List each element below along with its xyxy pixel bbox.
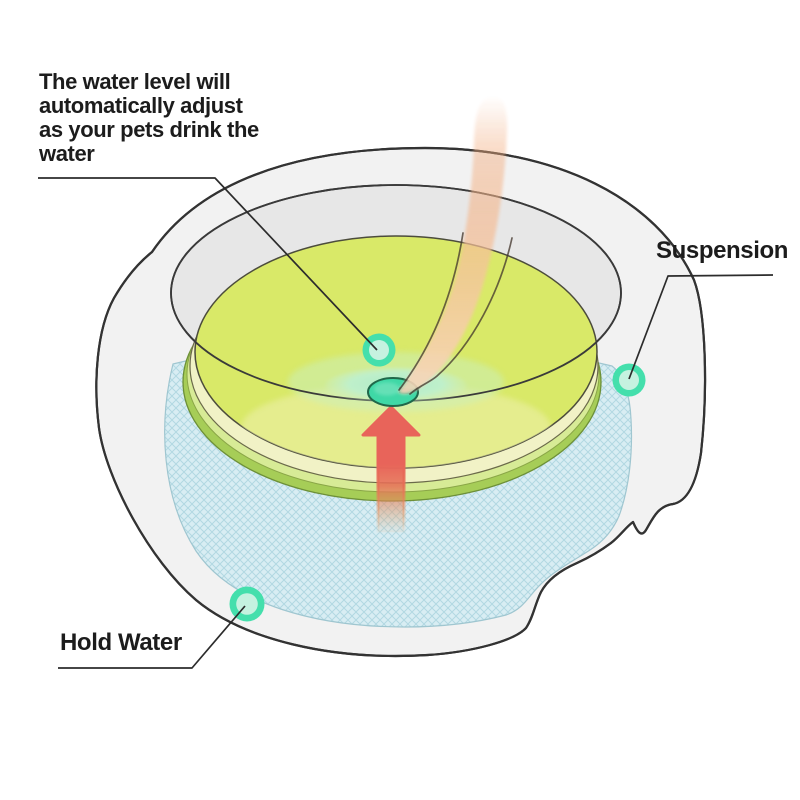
hold-water-marker-icon [229, 586, 265, 622]
tongue-left-outline [398, 232, 464, 391]
tongue-stream-body [398, 95, 508, 395]
water-level-line-4: water [39, 141, 95, 166]
tongue-right-outline [409, 237, 513, 395]
suspension-annotation: Suspension [656, 237, 789, 264]
water-level-line-2: automatically adjust [39, 93, 243, 118]
drain-hole-highlight [374, 382, 400, 396]
water-level-line-1: The water level will [39, 69, 231, 94]
leader-line-suspension [628, 274, 774, 380]
water-level-annotation: The water level will automatically adjus… [39, 70, 259, 166]
bowl-outer-shell-outline [95, 146, 707, 658]
up-arrow-icon [361, 405, 421, 534]
leader-line-hold-water [58, 605, 246, 669]
tongue-stream [398, 95, 513, 395]
leader-line-water-level [38, 177, 378, 351]
water-level-line-3: as your pets drink the [39, 117, 259, 142]
hold-water-annotation: Hold Water [60, 629, 182, 656]
suspension-marker-icon [612, 363, 646, 397]
water-level-marker-icon [362, 333, 396, 367]
